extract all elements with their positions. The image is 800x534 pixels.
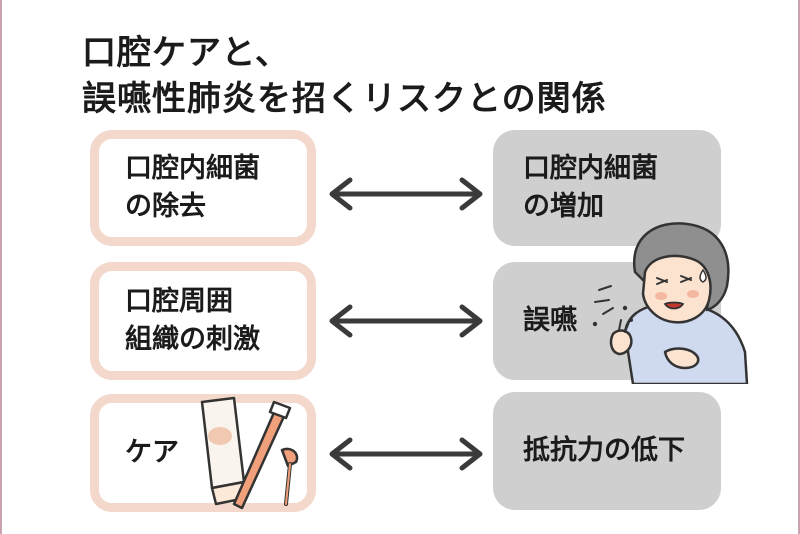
toothbrush-icon — [232, 400, 292, 510]
left-box-2-line-1: 口腔周囲 — [125, 286, 233, 317]
floss-pick-icon — [280, 447, 299, 506]
double-arrow-icon — [329, 177, 483, 211]
left-box-bacteria-removal: 口腔内細菌 の除去 — [90, 130, 316, 246]
page-title: 口腔ケアと、 誤嚥性肺炎を招くリスクとの関係 — [82, 30, 607, 122]
left-box-2-line-2: 組織の刺激 — [125, 324, 260, 355]
title-line-2: 誤嚥性肺炎を招くリスクとの関係 — [82, 79, 607, 119]
right-box-reduced-resistance: 抵抗力の低下 — [493, 392, 721, 510]
right-box-2-line-1: 誤嚥 — [523, 305, 577, 336]
care-tools-illustration — [200, 396, 299, 510]
right-box-1-line-2: の増加 — [523, 191, 604, 222]
coughing-elderly-person-illustration — [592, 222, 749, 384]
title-line-1: 口腔ケアと、 — [82, 33, 290, 73]
double-arrow-icon — [329, 437, 483, 471]
left-box-1-line-2: の除去 — [125, 191, 206, 222]
left-box-tissue-stimulation: 口腔周囲 組織の刺激 — [90, 262, 316, 380]
right-box-3-line-1: 抵抗力の低下 — [523, 435, 685, 466]
toothpaste-tube-icon — [200, 396, 248, 506]
left-box-1-line-1: 口腔内細菌 — [125, 153, 260, 184]
right-box-1-line-1: 口腔内細菌 — [523, 153, 658, 184]
double-arrow-icon — [329, 304, 483, 338]
left-box-3-line-1: ケア — [125, 437, 179, 468]
